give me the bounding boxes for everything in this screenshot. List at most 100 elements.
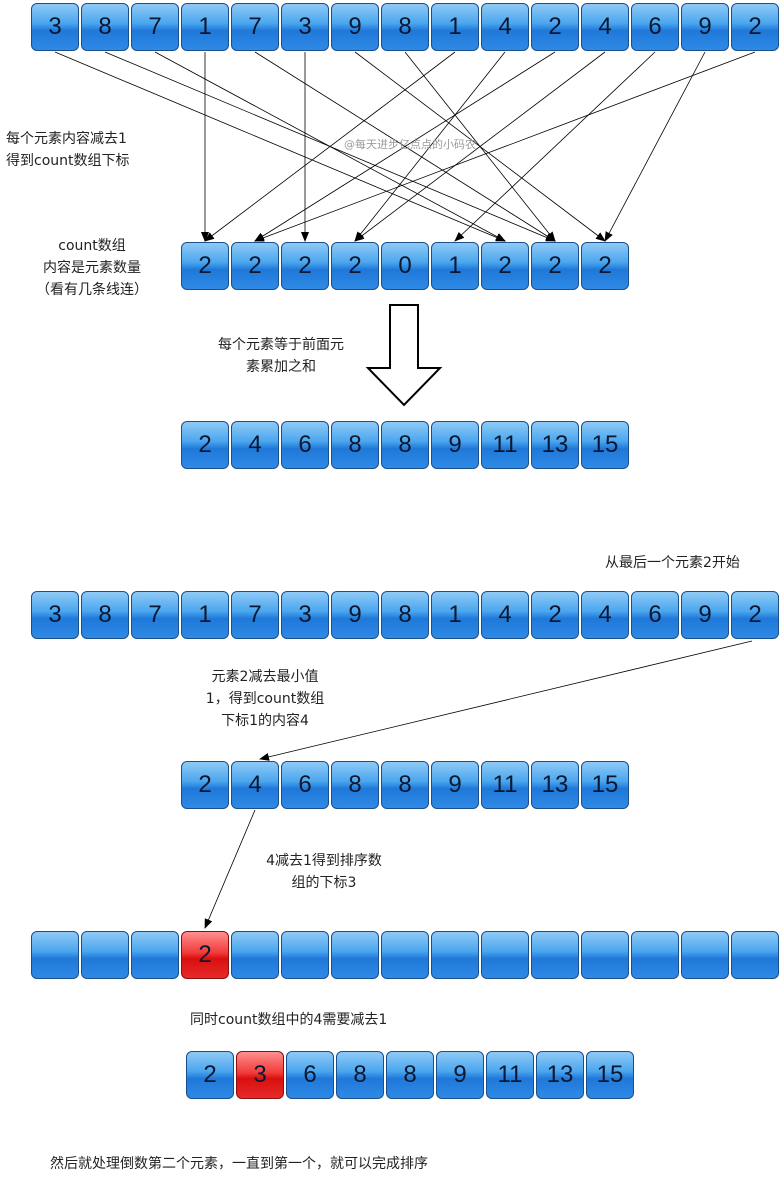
final-note: 然后就处理倒数第二个元素，一直到第一个，就可以完成排序: [50, 1156, 428, 1172]
array-cell: 11: [481, 761, 529, 809]
count-note: count数组 内容是元素数量 （看有几条线连）: [36, 238, 148, 298]
map-line: [254, 51, 556, 242]
array-cell: 2: [531, 591, 579, 639]
array-cell: 13: [531, 761, 579, 809]
array-cell: 6: [286, 1051, 334, 1099]
array-cell: 15: [581, 421, 629, 469]
array-cell: [431, 931, 479, 979]
array-cell: 4: [231, 761, 279, 809]
array-cell: [681, 931, 729, 979]
array-cell: 9: [436, 1051, 484, 1099]
array-cell: 2: [281, 242, 329, 290]
array-cell: 9: [431, 761, 479, 809]
array-cell: 2: [481, 242, 529, 290]
array-cell: 4: [581, 591, 629, 639]
array-cell: 7: [231, 3, 279, 51]
array-cell: 1: [431, 591, 479, 639]
array-cell: 2: [331, 242, 379, 290]
subtract-note: 每个元素内容减去1 得到count数组下标: [6, 131, 130, 169]
array-cell: 2: [181, 242, 229, 290]
down-block-arrow: [365, 304, 443, 407]
map-line: [354, 51, 506, 242]
array-cell: [381, 931, 429, 979]
array-cell: 2: [531, 3, 579, 51]
map-line: [354, 51, 606, 242]
start-note: 从最后一个元素2开始: [605, 555, 740, 571]
highlighted-cell: 3: [236, 1051, 284, 1099]
array-cell: 8: [381, 421, 429, 469]
array-cell: [581, 931, 629, 979]
array-cell: 3: [31, 591, 79, 639]
array-cell: 8: [81, 3, 129, 51]
highlighted-cell: 2: [181, 931, 229, 979]
array-cell: 6: [281, 761, 329, 809]
array-cell: [81, 931, 129, 979]
array-cell: [631, 931, 679, 979]
array-cell: 6: [281, 421, 329, 469]
array-cell: 3: [281, 591, 329, 639]
array-cell: 6: [631, 3, 679, 51]
array-cell: [531, 931, 579, 979]
map-line: [204, 51, 456, 242]
array-cell: 8: [381, 591, 429, 639]
array-cell: 7: [131, 591, 179, 639]
map-line: [254, 51, 756, 242]
array-cell: [231, 931, 279, 979]
array-cell: 2: [581, 242, 629, 290]
array-cell: 2: [186, 1051, 234, 1099]
array-cell: 4: [581, 3, 629, 51]
array-cell: 9: [681, 591, 729, 639]
array-cell: [731, 931, 779, 979]
array-cell: [331, 931, 379, 979]
array-cell: 4: [231, 421, 279, 469]
array-cell: 6: [631, 591, 679, 639]
array-cell: 9: [331, 3, 379, 51]
array-cell: 8: [331, 761, 379, 809]
array-cell: 8: [331, 421, 379, 469]
array-cell: 0: [381, 242, 429, 290]
map-line: [604, 51, 706, 242]
array-cell: 1: [431, 3, 479, 51]
watermark: @每天进步亿点点的小码农: [344, 138, 476, 151]
array-cell: 9: [681, 3, 729, 51]
array-cell: 1: [181, 591, 229, 639]
map-line: [454, 51, 656, 242]
array-cell: 2: [181, 761, 229, 809]
array-cell: 2: [531, 242, 579, 290]
array-cell: 8: [81, 591, 129, 639]
array-cell: 8: [381, 761, 429, 809]
sorted-output-array: 2: [31, 931, 781, 979]
array-cell: 15: [581, 761, 629, 809]
array-cell: 7: [131, 3, 179, 51]
array-cell: 2: [231, 242, 279, 290]
array-cell: 8: [386, 1051, 434, 1099]
array-cell: 4: [481, 3, 529, 51]
array-cell: 2: [181, 421, 229, 469]
array-cell: [481, 931, 529, 979]
array-cell: 4: [481, 591, 529, 639]
array-cell: 15: [586, 1051, 634, 1099]
array-cell: 13: [536, 1051, 584, 1099]
step1-note: 元素2减去最小值 1，得到count数组 下标1的内容4: [205, 669, 325, 729]
step2-arrow: [204, 809, 256, 929]
array-cell: 8: [381, 3, 429, 51]
decrement-note: 同时count数组中的4需要减去1: [190, 1012, 388, 1028]
array-cell: 1: [181, 3, 229, 51]
step1-arrow: [259, 640, 753, 761]
array-cell: [31, 931, 79, 979]
array-cell: 2: [731, 3, 779, 51]
accumulate-note: 每个元素等于前面元 素累加之和: [218, 337, 344, 375]
array-cell: 1: [431, 242, 479, 290]
array-cell: 3: [281, 3, 329, 51]
array-cell: 3: [31, 3, 79, 51]
array-cell: 9: [431, 421, 479, 469]
array-cell: [131, 931, 179, 979]
array-cell: 2: [731, 591, 779, 639]
